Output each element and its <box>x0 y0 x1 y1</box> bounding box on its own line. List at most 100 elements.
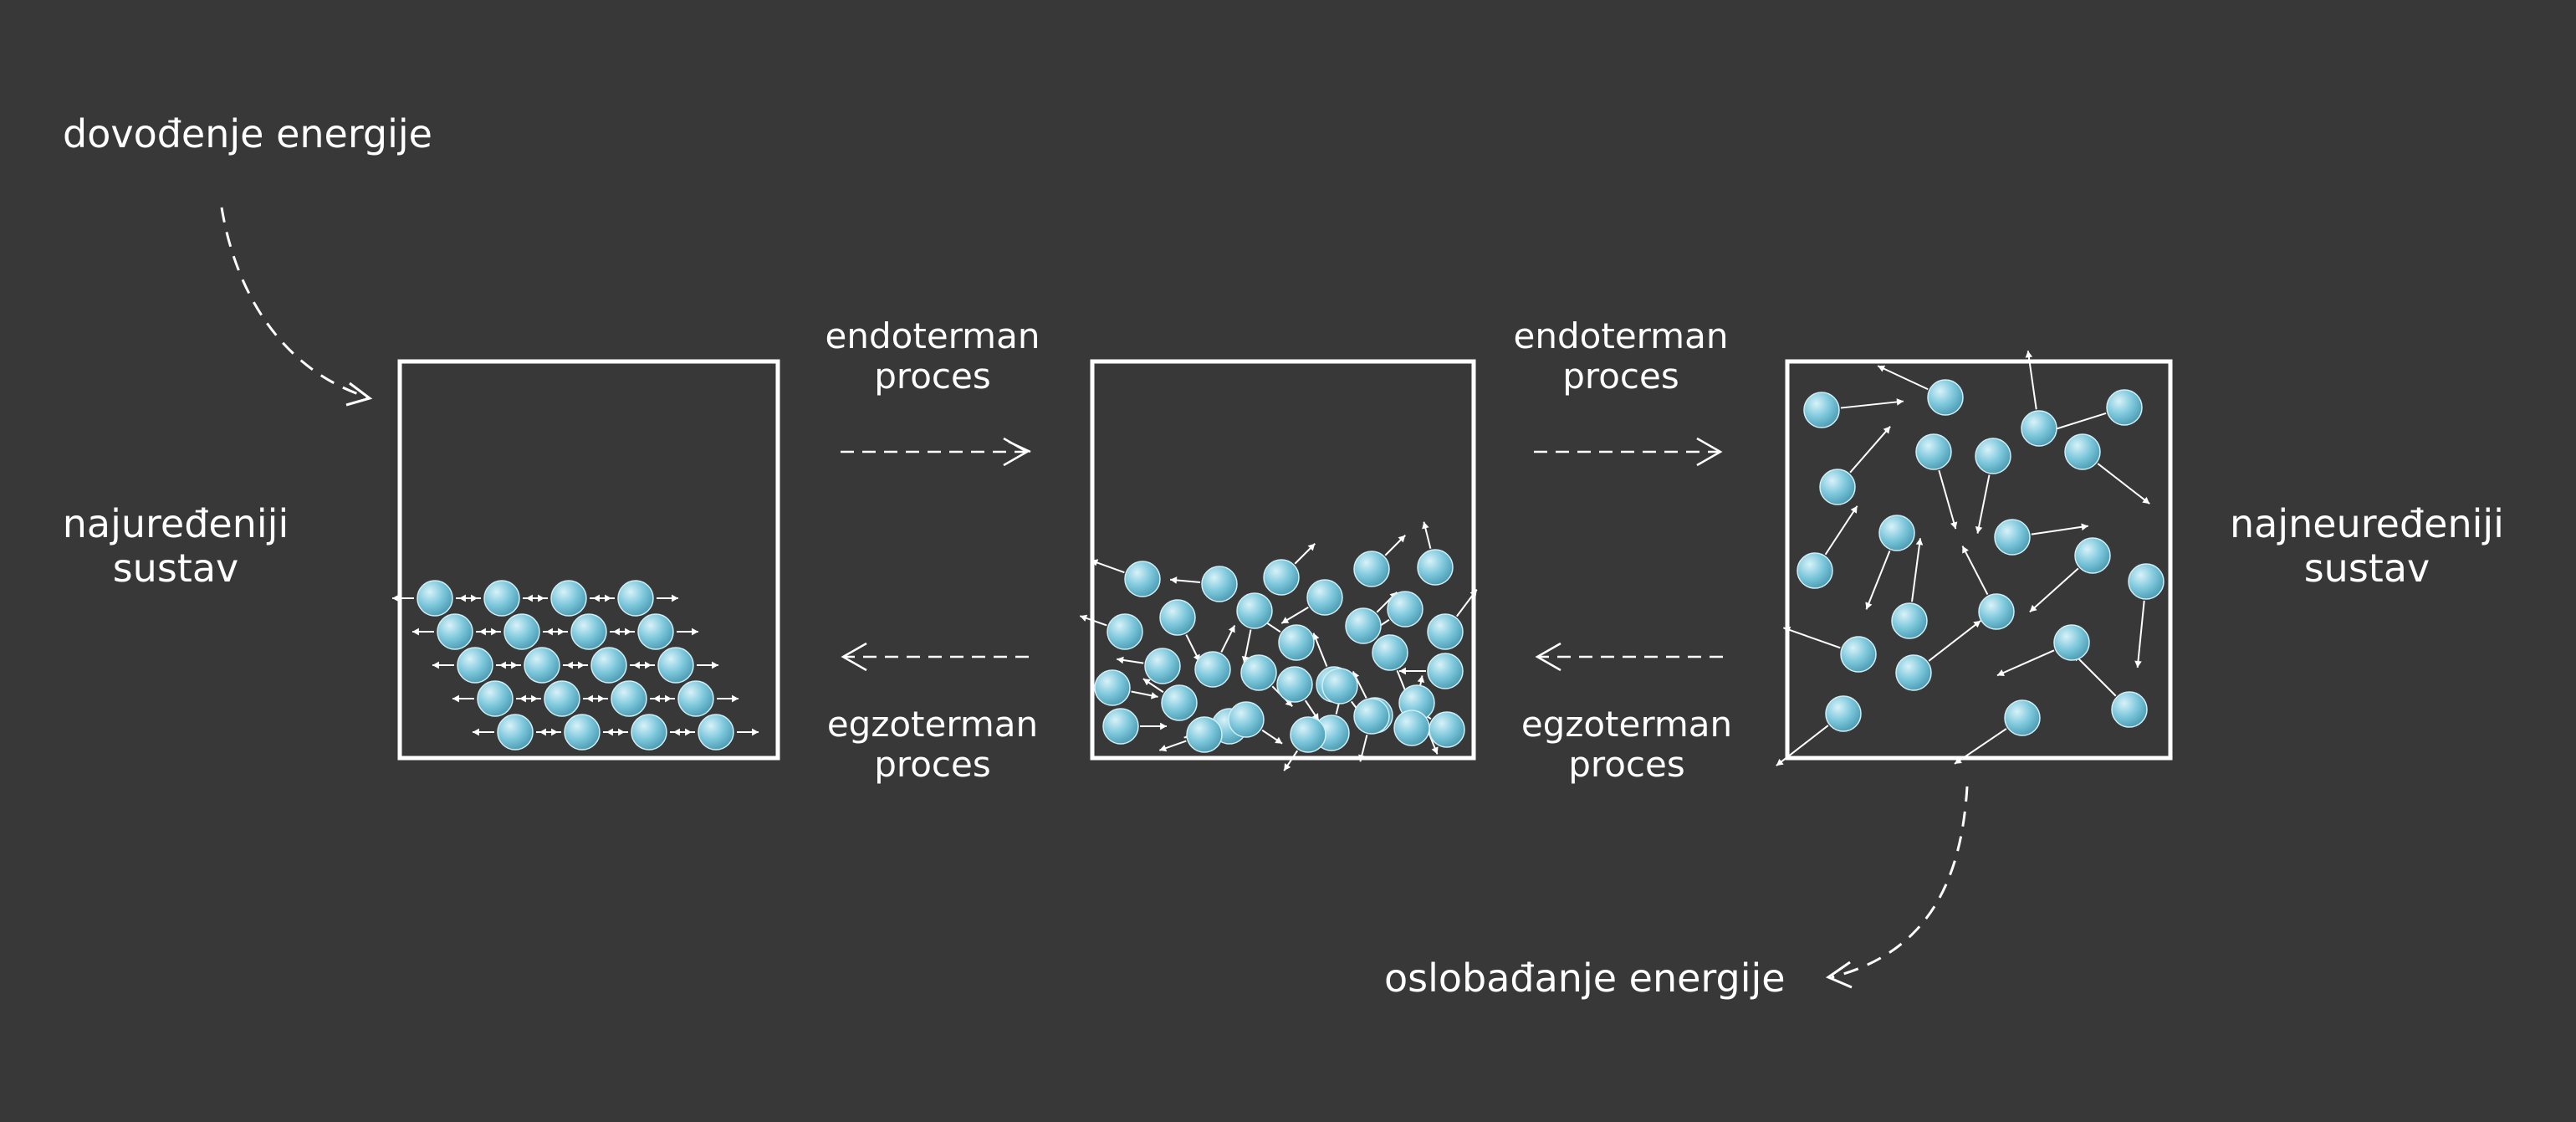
solid-particle <box>570 613 607 650</box>
liquid-particle <box>1345 607 1382 644</box>
liquid-motion-arrow <box>1280 606 1309 624</box>
liquid-particle <box>1278 624 1315 661</box>
exo-label-1-line1: egzoterman <box>826 704 1039 745</box>
gas-motion-arrow <box>2029 567 2079 613</box>
solid-vibration-arrow <box>412 628 434 636</box>
liquid-particle <box>1236 592 1273 629</box>
gas-motion-arrow <box>2031 523 2088 535</box>
solid-particle <box>590 647 627 684</box>
gas-motion-arrow <box>1782 626 1841 649</box>
liquid-particle <box>1228 701 1265 738</box>
gas-particle <box>2074 537 2111 574</box>
liquid-motion-arrow <box>1131 690 1158 699</box>
solid-vibration-arrow <box>392 594 414 602</box>
most-ordered-label: najuređeniji sustav <box>59 502 293 591</box>
liquid-motion-arrow <box>1358 735 1368 762</box>
solid-vibration-arrow <box>606 728 628 736</box>
liquid-particle <box>1429 711 1465 748</box>
solid-vibration-arrow <box>459 594 481 602</box>
liquid-motion-arrow <box>1158 740 1187 752</box>
liquid-particle <box>1144 648 1181 684</box>
solid-particle <box>497 714 534 751</box>
solid-particle <box>483 580 520 617</box>
solid-vibration-arrow <box>737 728 759 736</box>
endo-label-1-line2: proces <box>874 356 991 397</box>
liquid-particle <box>1263 559 1300 596</box>
gas-particle <box>1895 654 1932 691</box>
solid-particle <box>524 647 560 684</box>
solid-particle <box>503 613 540 650</box>
liquid-particle <box>1321 668 1358 704</box>
solid-vibration-arrow <box>473 728 494 736</box>
solid-container <box>397 359 780 761</box>
exo-label-1-line2: proces <box>874 744 991 786</box>
gas-particle <box>1840 636 1877 673</box>
solid-vibration-arrow <box>657 594 678 602</box>
endo-label-2-line2: proces <box>1562 356 1679 397</box>
solid-vibration-arrow <box>613 628 635 636</box>
gas-motion-arrow <box>2073 653 2117 697</box>
liquid-particle <box>1427 653 1464 689</box>
liquid-motion-arrow <box>1384 535 1406 556</box>
liquid-motion-arrow <box>1312 633 1328 668</box>
solid-vibration-arrow <box>586 694 608 703</box>
gas-particle <box>1994 519 2031 556</box>
solid-vibration-arrow <box>432 661 454 669</box>
liquid-motion-arrow <box>1185 634 1201 663</box>
liquid-motion-arrow <box>1117 656 1144 664</box>
liquid-motion-arrow <box>1079 614 1107 627</box>
gas-particle <box>2021 410 2057 447</box>
liquid-motion-arrow <box>1091 559 1125 574</box>
gas-particle <box>2053 624 2090 661</box>
solid-vibration-arrow <box>519 694 541 703</box>
gas-particle <box>1978 593 2015 630</box>
solid-vibration-arrow <box>546 628 568 636</box>
gas-particle <box>2064 433 2101 470</box>
solid-vibration-arrow <box>697 661 718 669</box>
solid-particle <box>477 680 514 717</box>
gas-motion-arrow <box>1996 649 2055 677</box>
liquid-motion-arrow <box>1142 678 1164 694</box>
gas-particle <box>1891 602 1928 639</box>
gas-particle <box>1825 695 1862 732</box>
liquid-particle <box>1353 698 1390 735</box>
liquid-motion-arrow <box>1140 722 1167 730</box>
solid-vibration-arrow <box>593 594 615 602</box>
endo-arrow-2 <box>1534 437 1723 467</box>
gas-particle <box>2111 691 2148 728</box>
liquid-particle <box>1393 710 1430 746</box>
gas-motion-arrow <box>2025 351 2037 410</box>
exo-arrow-2 <box>1535 642 1723 672</box>
liquid-particle <box>1107 613 1143 650</box>
liquid-particle <box>1161 684 1198 721</box>
gas-motion-arrow <box>1975 474 1991 534</box>
most-ordered-line2: sustav <box>112 545 239 591</box>
liquid-particle <box>1353 551 1390 587</box>
liquid-motion-arrow <box>1304 699 1320 721</box>
solid-particle <box>637 613 674 650</box>
gas-particle <box>2106 389 2143 426</box>
liquid-particle <box>1240 654 1277 691</box>
solid-vibration-arrow <box>499 661 521 669</box>
gas-motion-arrow <box>2134 600 2145 668</box>
solid-vibration-arrow <box>452 694 474 703</box>
endo-arrow-1 <box>841 437 1031 467</box>
solid-vibration-arrow <box>566 661 588 669</box>
solid-vibration-arrow <box>526 594 548 602</box>
liquid-particle <box>1290 716 1326 753</box>
solid-particle <box>631 714 667 751</box>
liquid-motion-arrow <box>1220 624 1236 653</box>
liquid-container <box>1090 359 1476 761</box>
solid-vibration-arrow <box>633 661 655 669</box>
liquid-particle <box>1306 579 1343 616</box>
liquid-particle <box>1387 591 1423 628</box>
liquid-particle <box>1427 613 1464 650</box>
gas-motion-arrow <box>1911 538 1924 602</box>
liquid-motion-arrow <box>1399 667 1426 675</box>
gas-motion-arrow <box>1928 620 1981 662</box>
gas-particle <box>2004 699 2041 736</box>
liquid-motion-arrow <box>1283 750 1299 771</box>
solid-vibration-arrow <box>653 694 675 703</box>
least-ordered-line1: najneuređeniji <box>2230 501 2504 546</box>
